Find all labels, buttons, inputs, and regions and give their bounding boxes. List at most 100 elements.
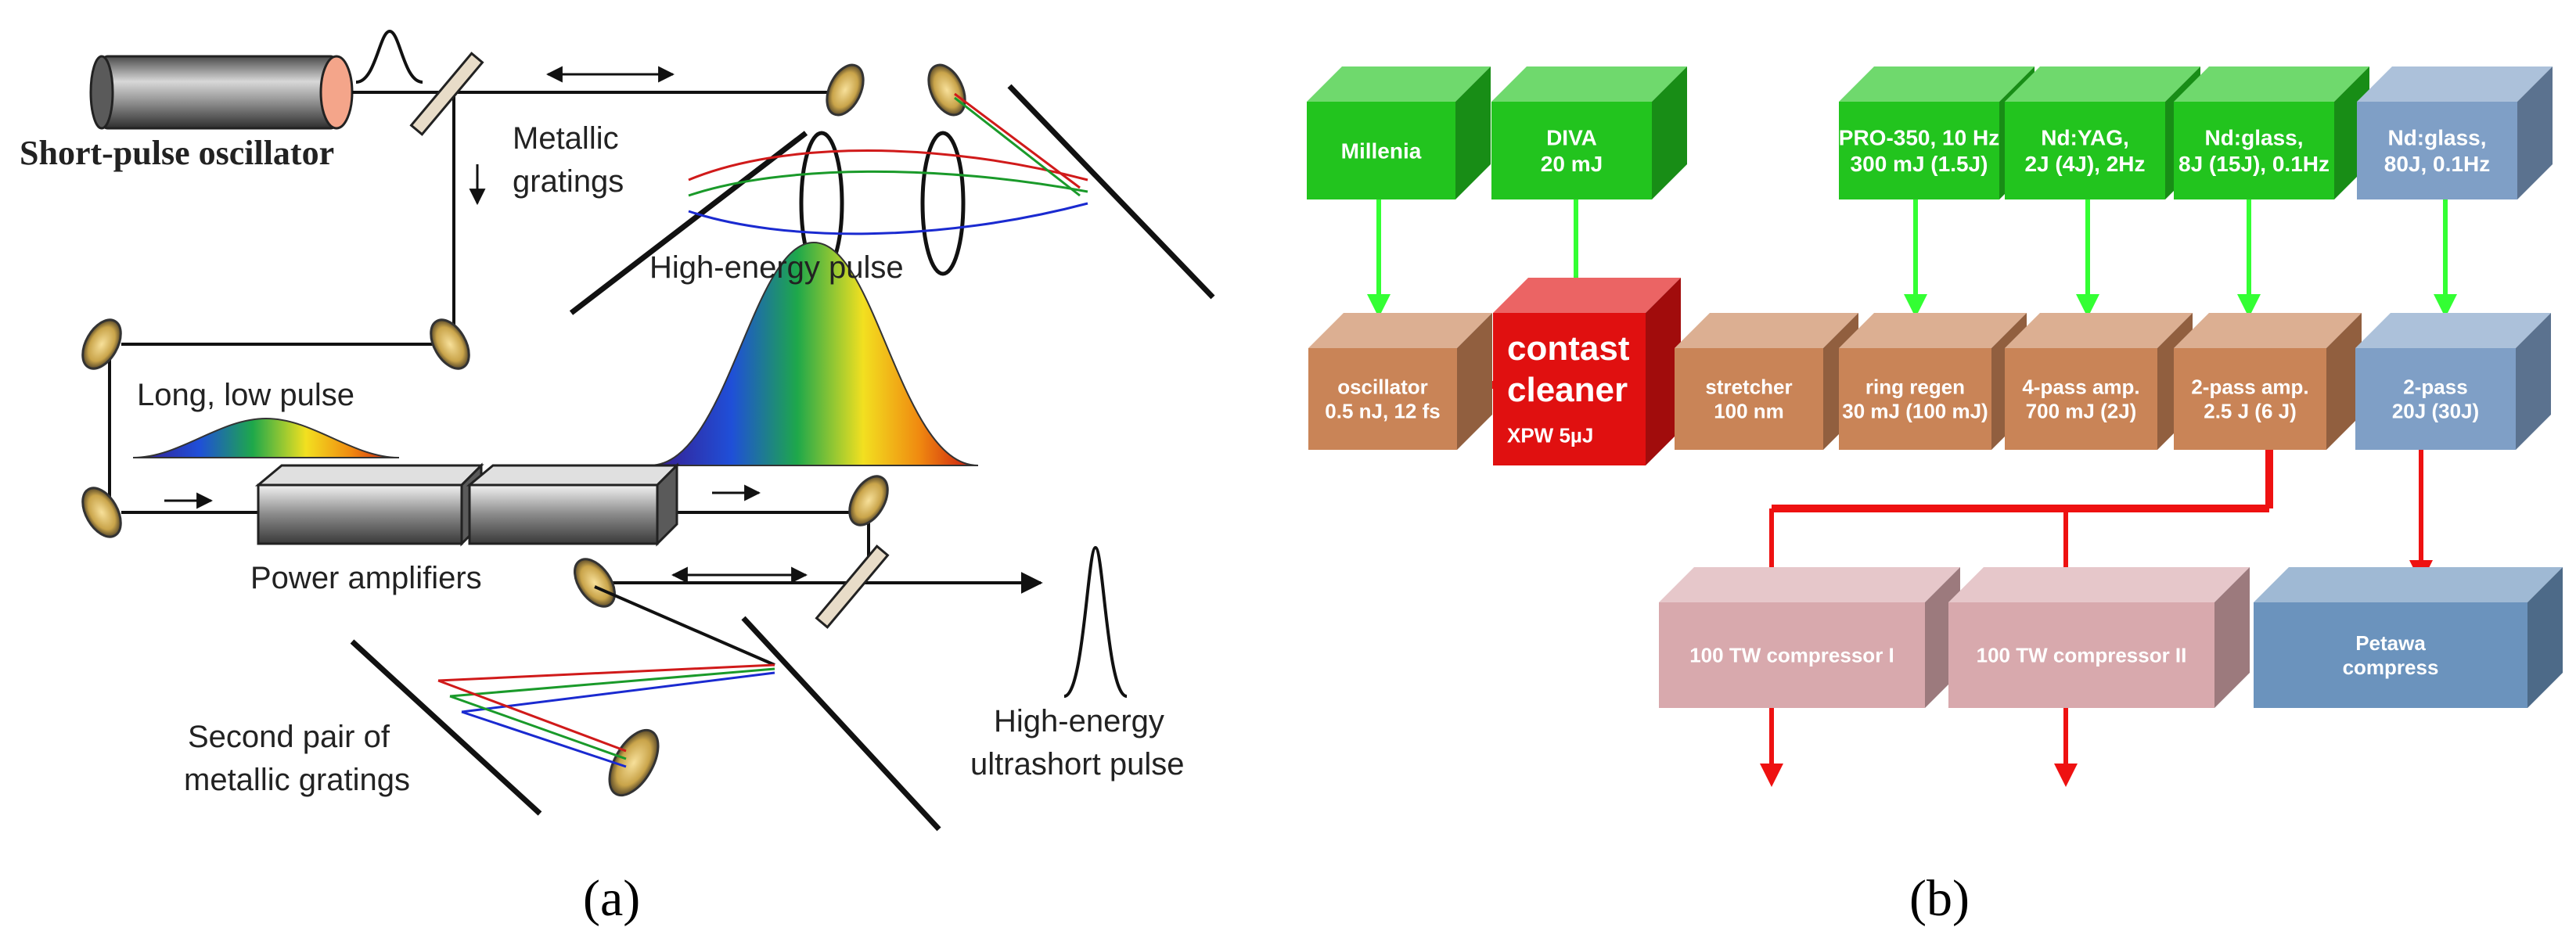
pump-box-1-front [1307, 102, 1455, 199]
oscillator-cylinder [89, 55, 354, 130]
compressor-box-1-front [1659, 602, 1925, 708]
label-long-low-pulse: Long, low pulse [137, 378, 354, 412]
second-grating-pair [350, 558, 941, 832]
pump-arrows [1367, 199, 2457, 318]
pump-box-4-front [2005, 102, 2165, 199]
chain-box-5: 4-pass amp.700 mJ (2J) [2005, 313, 2193, 450]
pump-box-6-side [2517, 66, 2553, 199]
label-ultrashort-2: ultrashort pulse [970, 747, 1184, 782]
pump-box-5-top [2174, 66, 2369, 102]
compressor-box-3-side [2527, 567, 2563, 708]
short-pulse-shape [355, 29, 423, 84]
power-amplifier-2 [466, 462, 680, 547]
compressor-box-3-text-1: Petawa [2355, 631, 2426, 655]
chain-box-2-side [1646, 278, 1681, 465]
chain-box-2-front [1493, 313, 1646, 465]
long-low-pulse-spectrum [132, 417, 400, 458]
chain-box-1-front [1308, 348, 1457, 450]
compressor-box-1-text-1: 100 TW compressor I [1689, 644, 1894, 667]
pump-box-6-text-1: Nd:glass, [2387, 126, 2486, 150]
pump-box-5-front [2174, 102, 2334, 199]
chain-box-5-front [2005, 348, 2157, 450]
pump-box-3-text-1: PRO-350, 10 Hz [1839, 126, 1999, 150]
pump-box-2-text-1: DIVA [1546, 126, 1597, 150]
label-high-energy-pulse: High-energy pulse [649, 250, 904, 285]
chain-box-5-top [2005, 313, 2193, 348]
chain-box-7-side [2516, 313, 2551, 450]
pump-box-2-top [1491, 66, 1687, 102]
pump-box-6-text-2: 80J, 0.1Hz [2384, 152, 2490, 176]
mirror-upper-right [430, 318, 470, 370]
pump-box-4-top [2005, 66, 2200, 102]
compressor-box-3-top [2254, 567, 2563, 602]
pump-box-1: Millenia [1307, 66, 1491, 199]
pump-box-1-text-1: Millenia [1341, 138, 1422, 163]
compressor-box-2-side [2214, 567, 2250, 708]
chain-box-5-text-2: 700 mJ (2J) [2026, 400, 2137, 423]
pump-box-1-side [1455, 66, 1491, 199]
chain-box-2-top [1493, 278, 1681, 313]
chain-box-7-top [2355, 313, 2551, 348]
chain-box-1-top [1308, 313, 1492, 348]
chain-box-6-text-1: 2-pass amp. [2191, 375, 2308, 399]
pump-box-1-top [1307, 66, 1491, 102]
chain-box-3-text-2: 100 nm [1714, 400, 1784, 423]
chain-box-7-front [2355, 348, 2516, 450]
pump-box-3-top [1839, 66, 2035, 102]
label-ultrashort-1: High-energy [994, 704, 1164, 738]
pump-box-5-text-1: Nd:glass, [2204, 126, 2303, 150]
label-gratings-1: Metallic [513, 121, 619, 156]
pump-box-3-front [1839, 102, 1999, 199]
panel-a: Short-pulse oscillator Metallic gratings… [20, 29, 1215, 927]
label-oscillator: Short-pulse oscillator [20, 134, 334, 172]
chain-box-6-top [2174, 313, 2362, 348]
compressor-box-3-text-2: compress [2343, 656, 2439, 679]
compressor-box-2-text-1: 100 TW compressor II [1977, 644, 2187, 667]
compressor-box-2-front [1948, 602, 2214, 708]
power-amplifier-1 [254, 462, 484, 547]
chain-box-3-top [1675, 313, 1858, 348]
chain-box-3-text-1: stretcher [1705, 375, 1792, 399]
pump-box-3-text-2: 300 mJ (1.5J) [1851, 152, 1988, 176]
mirror-lower-left [81, 487, 122, 538]
pump-box-6: Nd:glass,80J, 0.1Hz [2357, 66, 2553, 199]
compressor-box-1-top [1659, 567, 1960, 602]
chain-box-1-text-2: 0.5 nJ, 12 fs [1325, 400, 1440, 423]
chain-box-1-side [1457, 313, 1492, 450]
beamsplitter-2 [815, 544, 890, 629]
mirror-upper-left [81, 318, 122, 370]
chain-box-4-text-2: 30 mJ (100 mJ) [1842, 400, 1988, 423]
chain-box-4-top [1839, 313, 2027, 348]
chain-box-7-text-1: 2-pass [2403, 375, 2467, 399]
pump-box-4: Nd:YAG,2J (4J), 2Hz [2005, 66, 2200, 199]
chain-box-4-front [1839, 348, 1991, 450]
chain-box-2-text-2: cleaner [1507, 371, 1628, 409]
compressor-box-2-top [1948, 567, 2250, 602]
high-energy-spectrum [649, 241, 979, 466]
chain-box-6-text-2: 2.5 J (6 J) [2204, 400, 2297, 423]
pump-box-5: Nd:glass,8J (15J), 0.1Hz [2174, 66, 2369, 199]
chain-box-6-side [2326, 313, 2362, 450]
chain-box-5-text-1: 4-pass amp. [2022, 375, 2139, 399]
beamsplitter-1 [409, 52, 484, 136]
pump-box-5-text-2: 8J (15J), 0.1Hz [2178, 152, 2330, 176]
chain-box-2-text-1: contast [1507, 329, 1630, 368]
label-power-amplifiers: Power amplifiers [250, 561, 482, 595]
compressor-box-1: 100 TW compressor I [1659, 567, 1960, 708]
chain-box-2-text-3: XPW 5µJ [1507, 424, 1593, 447]
caption-a: (a) [583, 870, 640, 927]
chain-box-1-text-1: oscillator [1337, 375, 1428, 399]
pump-box-4-text-2: 2J (4J), 2Hz [2024, 152, 2145, 176]
pump-box-6-front [2357, 102, 2517, 199]
pump-box-2-front [1491, 102, 1652, 199]
chain-box-6-front [2174, 348, 2326, 450]
chain-box-3-front [1675, 348, 1823, 450]
